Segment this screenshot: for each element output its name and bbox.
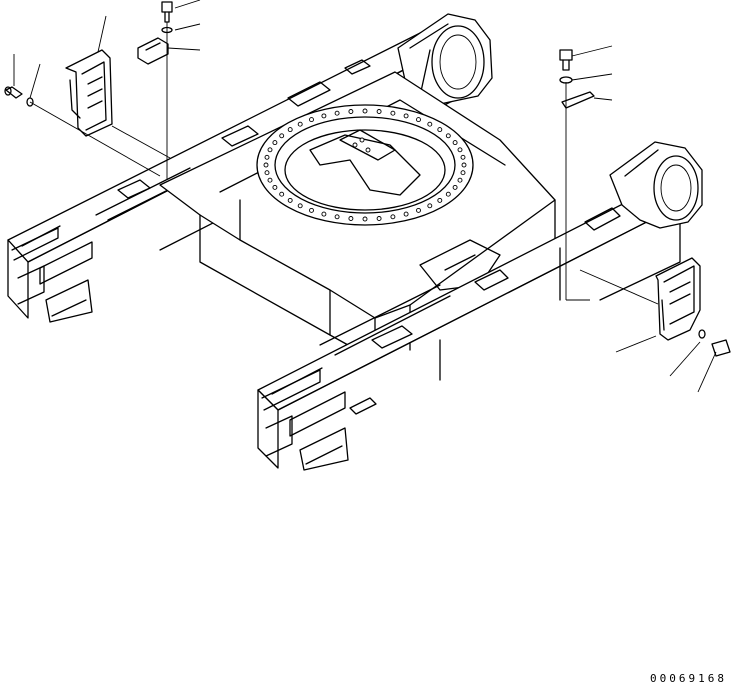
- bolt-hole: [462, 163, 466, 167]
- bolt-hole: [404, 212, 408, 216]
- bolt-hole: [453, 141, 457, 145]
- bolt-hole: [446, 134, 450, 138]
- bolt-hole: [322, 114, 326, 118]
- bolt-hole: [322, 212, 326, 216]
- bolt-hole: [446, 192, 450, 196]
- bolt-hole: [363, 217, 367, 221]
- bolt-hole: [461, 171, 465, 175]
- bolt-hole: [310, 118, 314, 122]
- left-track-guard: [66, 50, 112, 136]
- bolt-hole: [264, 163, 268, 167]
- bolt-hole: [273, 141, 277, 145]
- mounting-hardware: [5, 2, 730, 356]
- bolt-hole: [438, 198, 442, 202]
- bolt-hole: [417, 118, 421, 122]
- bolt-hole: [335, 111, 339, 115]
- bolt-hole: [298, 204, 302, 208]
- bolt-hole: [280, 192, 284, 196]
- bolt-hole: [335, 215, 339, 219]
- bolt-hole: [288, 198, 292, 202]
- bolt-hole: [461, 155, 465, 159]
- bolt-hole: [391, 111, 395, 115]
- bolt-hole: [268, 148, 272, 152]
- bolt-hole: [428, 204, 432, 208]
- swing-circle: [257, 105, 473, 225]
- bolt-hole: [453, 185, 457, 189]
- bolt-hole: [349, 217, 353, 221]
- right-track-guard: [656, 258, 700, 340]
- bolt-hole: [265, 155, 269, 159]
- bolt-hole: [458, 148, 462, 152]
- bolt-hole: [280, 134, 284, 138]
- assembly-lines: [30, 22, 658, 304]
- bolt-hole: [298, 122, 302, 126]
- bolt-hole: [363, 109, 367, 113]
- bolt-hole: [438, 128, 442, 132]
- right-track-frame: [258, 185, 680, 470]
- bolt-hole: [428, 122, 432, 126]
- bolt-hole: [265, 171, 269, 175]
- bolt-hole: [349, 110, 353, 114]
- bolt-hole: [273, 185, 277, 189]
- bolt-hole: [458, 178, 462, 182]
- front-idler-housing: [610, 142, 702, 228]
- bolt-hole: [417, 208, 421, 212]
- bolt-hole: [377, 110, 381, 114]
- bolt-hole: [377, 217, 381, 221]
- bolt-hole: [404, 114, 408, 118]
- bolt-hole: [391, 215, 395, 219]
- drawing-number: 00069168: [650, 672, 727, 685]
- bolt-hole: [310, 208, 314, 212]
- bolt-hole: [288, 128, 292, 132]
- leader-lines: [14, 0, 716, 392]
- bolt-hole: [268, 178, 272, 182]
